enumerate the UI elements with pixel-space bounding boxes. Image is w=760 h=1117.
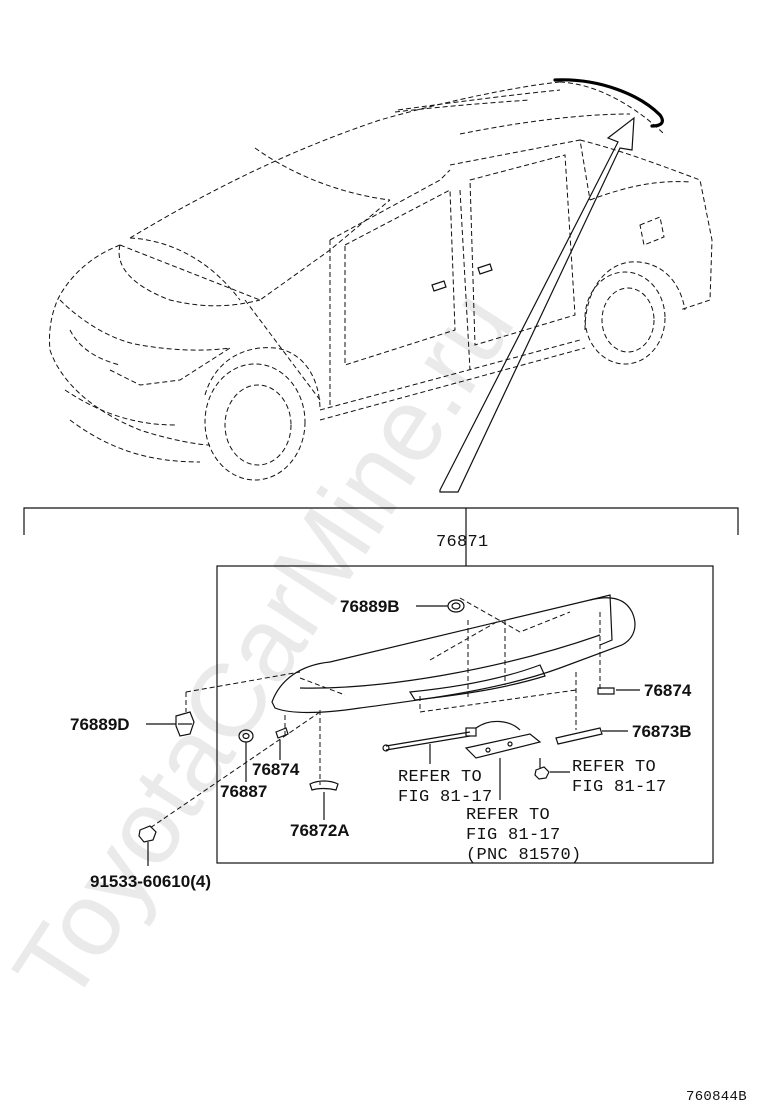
label-76873B: 76873B <box>632 722 692 741</box>
rear-spoiler <box>149 594 636 829</box>
leader-lines <box>146 605 640 866</box>
assembly-number: 76871 <box>436 533 489 552</box>
ref-note-2-line1: REFER TO <box>572 758 656 777</box>
ref-note-1-line1: REFER TO <box>398 768 482 787</box>
small-parts <box>138 599 615 862</box>
label-76874-left: 76874 <box>252 760 300 779</box>
label-76889D: 76889D <box>70 715 130 734</box>
assembly-bracket: 76871 <box>23 507 739 566</box>
detail-box <box>216 565 714 864</box>
label-76887: 76887 <box>220 782 267 801</box>
watermark: ToyotaCarMine.ru <box>0 271 536 1023</box>
label-76872A: 76872A <box>290 821 350 840</box>
ref-note-3-line3: (PNC 81570) <box>466 846 582 865</box>
label-76889B: 76889B <box>340 597 400 616</box>
diagram-code: 760844B <box>686 1089 747 1105</box>
ref-note-3-line1: REFER TO <box>466 806 550 825</box>
ref-note-3-line2: FIG 81-17 <box>466 826 561 845</box>
label-76874-right: 76874 <box>644 681 692 700</box>
label-screw-91533: 91533-60610(4) <box>90 872 211 891</box>
vehicle-illustration <box>49 78 713 493</box>
ref-note-2-line2: FIG 81-17 <box>572 778 667 797</box>
part-labels: 76889B 76874 76873B 76889D 76874 76887 7… <box>70 597 692 891</box>
ref-note-1-line2: FIG 81-17 <box>398 788 493 807</box>
